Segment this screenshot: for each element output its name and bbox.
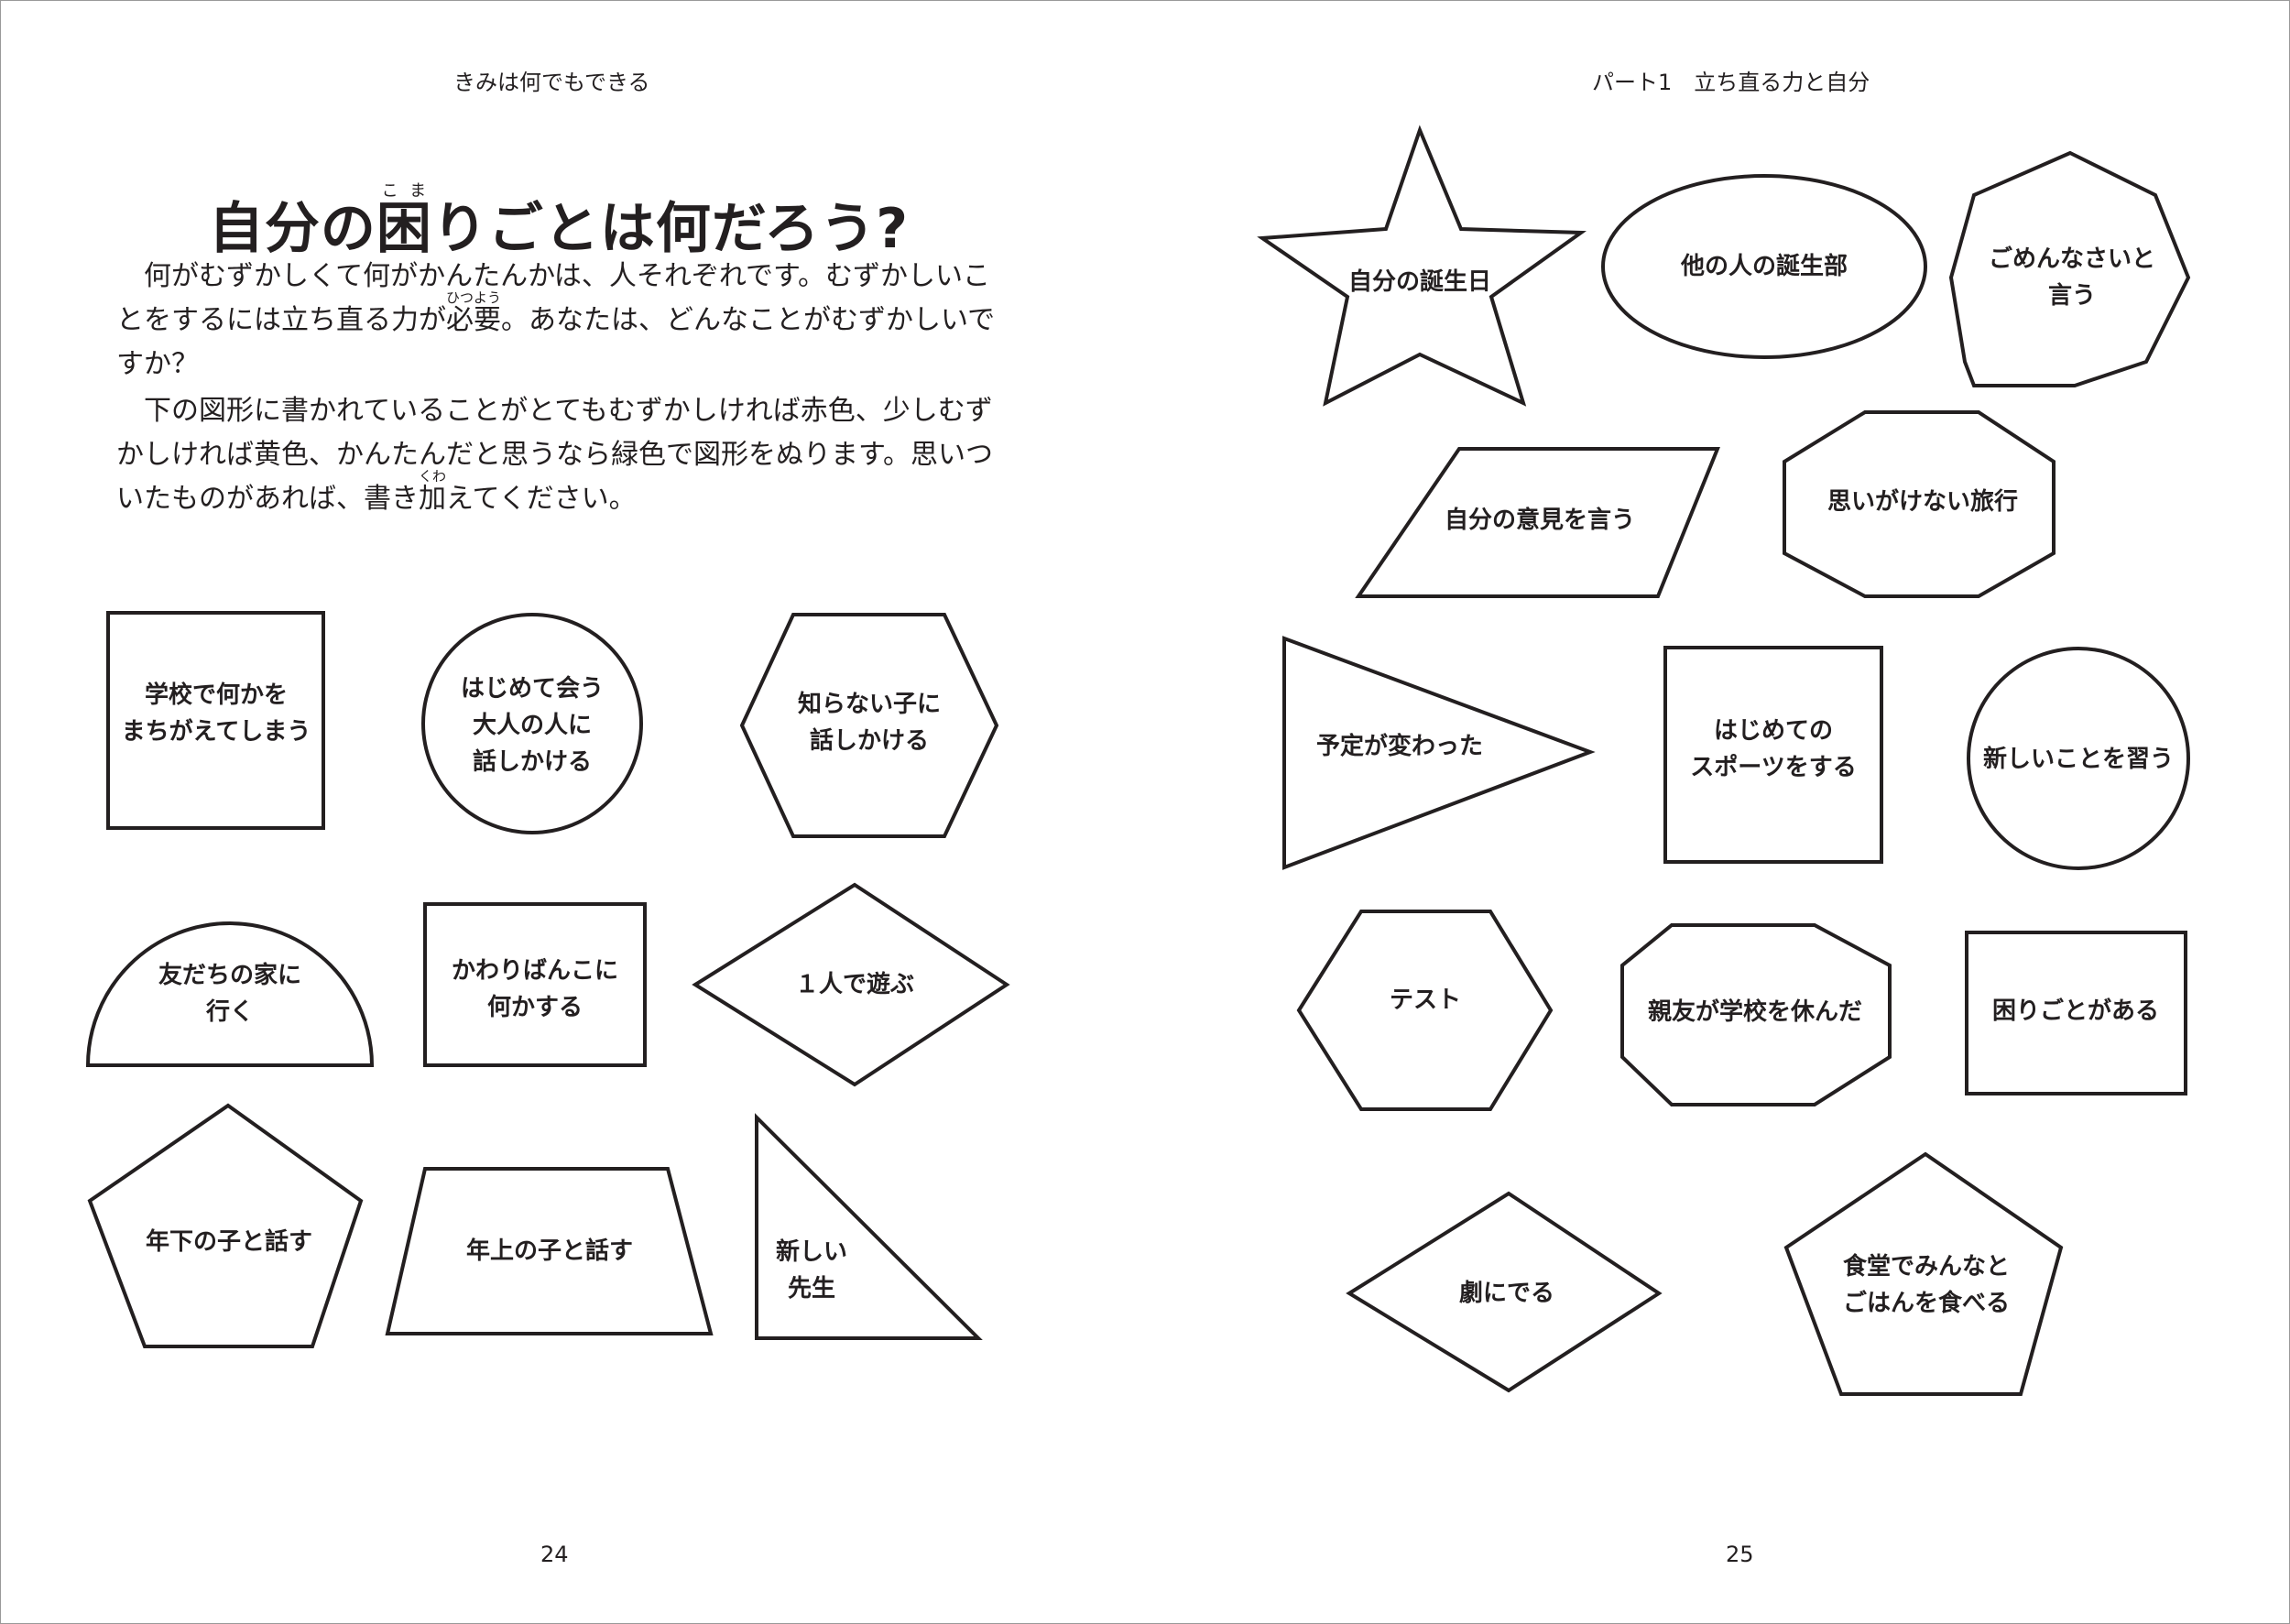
intro-1-ruby: 必要ひつよう: [446, 289, 502, 336]
shape-right-triangle[interactable]: [755, 1113, 983, 1340]
page-number-right: 25: [1726, 1542, 1754, 1567]
shape-parallelogram[interactable]: [1355, 447, 1720, 598]
shape-label: 年下の子と話す: [145, 1228, 313, 1256]
shape-label: 自分の誕生日: [1347, 268, 1492, 296]
shape-square[interactable]: [106, 611, 325, 830]
shape-diamond[interactable]: [1346, 1191, 1663, 1393]
title-ruby-text: こま: [376, 181, 432, 202]
shape-ellipse[interactable]: [1601, 174, 1927, 359]
shape-hexagon[interactable]: [739, 613, 999, 838]
shape-pentagon[interactable]: [87, 1103, 364, 1348]
shape-trapezoid[interactable]: [385, 1167, 714, 1335]
intro-2-ruby-base: 加: [419, 483, 446, 515]
intro-2-ruby: 加くわ: [419, 468, 446, 515]
intro-2-text-a: 下の図形に書かれていることがとてもむずかしければ赤色、少しむずかしければ黄色、か…: [116, 395, 993, 515]
shape-label: 困りごとがある: [1991, 997, 2160, 1025]
running-head-right: パート1 立ち直る力と自分: [1592, 70, 1870, 95]
shape-label: テスト: [1389, 986, 1462, 1014]
shape-hexagon[interactable]: [1296, 910, 1554, 1111]
shape-label: 知らない子に 話しかける: [797, 691, 942, 755]
shape-label: はじめての スポーツをする: [1690, 717, 1857, 781]
title-before: 自分の: [208, 197, 376, 262]
intro-1-text-a: 何がむずかしくて何がかんたんかは、人それぞれです。むずかしいことをするには立ち直…: [116, 260, 990, 336]
shape-label: 自分の意見を言う: [1444, 507, 1636, 534]
shape-label: 劇にでる: [1458, 1280, 1555, 1307]
shape-label: はじめて会う 大人の人に 話しかける: [460, 675, 605, 776]
shape-semicircle[interactable]: [85, 921, 375, 1067]
title-after: りごとは何だろう?: [431, 197, 910, 262]
shape-label: 友だちの家に 行く: [158, 962, 302, 1026]
shape-diamond[interactable]: [692, 882, 1010, 1087]
shape-rectangle[interactable]: [423, 902, 647, 1067]
page-title: 自分の困こまりごとは何だろう?: [0, 181, 1118, 270]
shape-octagon[interactable]: [1783, 410, 2056, 598]
shape-circle[interactable]: [1967, 647, 2190, 870]
intro-2-ruby-text: くわ: [419, 468, 447, 485]
shape-label: ごめんなさいと 言う: [1988, 245, 2156, 310]
intro-paragraph-2: 下の図形に書かれていることがとてもむずかしければ赤色、少しむずかしければ黄色、か…: [116, 389, 996, 521]
shape-label: 思いがけない旅行: [1827, 488, 2019, 516]
shape-label: 学校で何かを まちがえてしまう: [121, 681, 311, 746]
shape-label: 親友が学校を休んだ: [1647, 998, 1863, 1026]
shape-triangle[interactable]: [1282, 636, 1596, 870]
shape-square[interactable]: [1663, 646, 1883, 864]
shape-octagon[interactable]: [1620, 923, 1892, 1106]
shape-label: 食堂でみんなと ごはんを食べる: [1842, 1253, 2011, 1317]
shape-label: かわりばんこに 何かする: [451, 957, 619, 1021]
shape-label: 年上の子と話す: [465, 1237, 634, 1265]
shape-circle[interactable]: [421, 613, 643, 834]
shape-rectangle[interactable]: [1965, 931, 2187, 1095]
intro-1-ruby-base: 必要: [446, 304, 502, 336]
shape-label: １人で遊ぶ: [794, 971, 915, 998]
shape-label: 新しいことを習う: [1982, 746, 2175, 773]
intro-1-ruby-text: ひつよう: [446, 289, 502, 306]
shape-star[interactable]: [1257, 125, 1587, 407]
title-ruby-base: 困: [376, 197, 432, 262]
intro-paragraph-1: 何がむずかしくて何がかんたんかは、人それぞれです。むずかしいことをするには立ち直…: [116, 255, 996, 387]
shape-label: 予定が変わった: [1315, 733, 1484, 760]
shape-heptagon[interactable]: [1948, 150, 2191, 387]
title-ruby: 困こま: [376, 181, 432, 262]
shape-pentagon[interactable]: [1783, 1151, 2064, 1396]
shape-label: 他の人の誕生部: [1680, 253, 1848, 280]
intro-2-text-b: えてください。: [446, 483, 637, 515]
shape-label: 新しい 先生: [775, 1238, 848, 1302]
intro-1-text-b: 。あなたは、どんなことがむずかしいですか？: [116, 304, 996, 380]
page-number-left: 24: [540, 1542, 569, 1567]
running-head-left: きみは何でもできる: [453, 70, 650, 95]
